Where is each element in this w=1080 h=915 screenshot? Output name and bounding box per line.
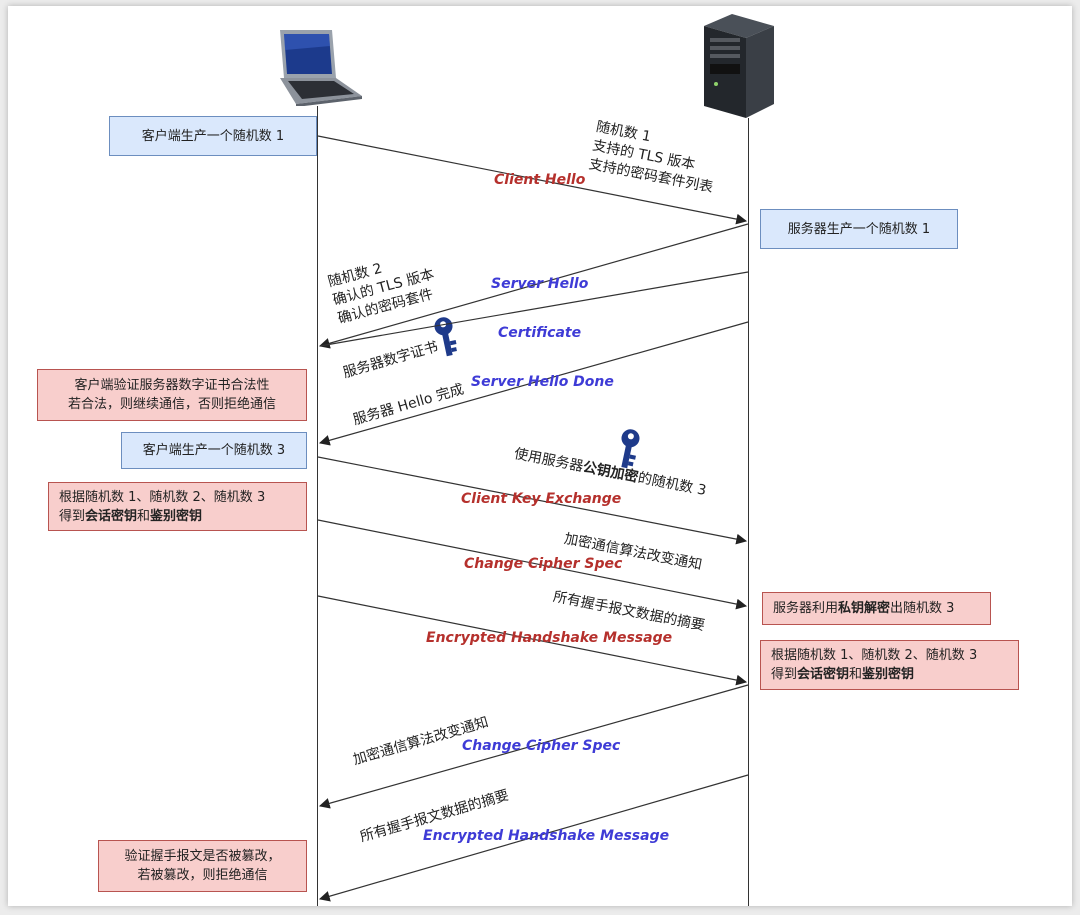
message-arrows bbox=[317, 135, 749, 902]
client-check-line1: 验证握手报文是否被篡改， bbox=[124, 849, 281, 864]
tls-handshake-diagram: 客户端生产一个随机数 1 服务器生产一个随机数 1 客户端生产一个随机数 3 客… bbox=[8, 6, 1072, 906]
change-cipher-spec-server-label: Change Cipher Spec bbox=[462, 738, 621, 754]
client-check-line2: 若被篡改，则拒绝通信 bbox=[137, 868, 268, 883]
certificate-label: Certificate bbox=[498, 325, 582, 341]
encrypted-handshake-server-label: Encrypted Handshake Message bbox=[423, 828, 670, 844]
server-tower-icon bbox=[704, 14, 774, 118]
server-decrypt-text: 服务器利用私钥解密出随机数 3 bbox=[773, 599, 980, 618]
server-decrypt-suffix: 出随机数 3 bbox=[890, 601, 955, 616]
arrow-client-key-exchange bbox=[317, 456, 748, 545]
client-hello-label: Client Hello bbox=[494, 172, 586, 188]
client-verify-line1: 客户端验证服务器数字证书合法性 bbox=[74, 378, 270, 393]
client-lifeline bbox=[317, 106, 318, 906]
client-random-1-text: 客户端生产一个随机数 1 bbox=[141, 128, 285, 144]
client-derive-and: 和 bbox=[137, 508, 151, 524]
server-private-key: 私钥解密 bbox=[838, 601, 891, 616]
server-derive-line2: 得到会话密钥和鉴别密钥 bbox=[771, 665, 1008, 684]
client-verify-line2: 若合法，则继续通信，否则拒绝通信 bbox=[67, 397, 276, 412]
server-lifeline bbox=[748, 118, 749, 906]
client-verify-box: 客户端验证服务器数字证书合法性 若合法，则继续通信，否则拒绝通信 bbox=[37, 369, 307, 421]
client-check-box: 验证握手报文是否被篡改， 若被篡改，则拒绝通信 bbox=[98, 840, 307, 892]
arrow-certificate bbox=[318, 321, 749, 446]
arrow-change-cipher-spec-client bbox=[317, 519, 748, 610]
server-hello-done-label: Server Hello Done bbox=[471, 374, 614, 390]
server-derive-and: 和 bbox=[849, 667, 863, 682]
client-derive-line1: 根据随机数 1、随机数 2、随机数 3 bbox=[59, 489, 266, 505]
server-decrypt-box: 服务器利用私钥解密出随机数 3 bbox=[762, 592, 991, 625]
server-hello-label: Server Hello bbox=[491, 276, 589, 292]
client-derive-line2: 得到会话密钥和鉴别密钥 bbox=[59, 507, 296, 526]
client-auth-key: 鉴别密钥 bbox=[150, 508, 203, 524]
server-random-1-box: 服务器生产一个随机数 1 bbox=[760, 209, 958, 249]
encrypted-handshake-client-label: Encrypted Handshake Message bbox=[426, 630, 673, 646]
arrow-server-hello-2 bbox=[319, 271, 749, 347]
client-derive-prefix: 得到 bbox=[59, 508, 86, 524]
client-random-3-text: 客户端生产一个随机数 3 bbox=[142, 443, 286, 458]
server-derive-prefix: 得到 bbox=[771, 667, 798, 682]
arrow-server-hello bbox=[318, 223, 749, 349]
server-derive-keys-box: 根据随机数 1、随机数 2、随机数 3 得到会话密钥和鉴别密钥 bbox=[760, 640, 1019, 690]
server-decrypt-prefix: 服务器利用 bbox=[773, 601, 839, 616]
client-derive-keys-box: 根据随机数 1、随机数 2、随机数 3 得到会话密钥和鉴别密钥 bbox=[48, 482, 307, 531]
server-derive-line1: 根据随机数 1、随机数 2、随机数 3 bbox=[771, 648, 978, 663]
laptop-icon bbox=[280, 30, 362, 106]
server-random-1-text: 服务器生产一个随机数 1 bbox=[787, 221, 931, 237]
client-key-exchange-label: Client Key Exchange bbox=[461, 491, 622, 507]
server-session-key: 会话密钥 bbox=[797, 667, 850, 682]
public-key-icon bbox=[621, 429, 640, 469]
arrow-client-hello bbox=[317, 135, 748, 225]
arrow-encrypted-handshake-server bbox=[318, 774, 749, 902]
certificate-key-icon bbox=[434, 317, 457, 357]
client-session-key: 会话密钥 bbox=[85, 508, 138, 524]
server-auth-key: 鉴别密钥 bbox=[862, 667, 915, 682]
client-random-1-box: 客户端生产一个随机数 1 bbox=[109, 116, 317, 156]
arrow-encrypted-handshake-client bbox=[317, 595, 748, 686]
arrow-change-cipher-spec-server bbox=[318, 684, 749, 809]
change-cipher-spec-client-label: Change Cipher Spec bbox=[464, 556, 623, 572]
client-random-3-box: 客户端生产一个随机数 3 bbox=[121, 432, 307, 469]
